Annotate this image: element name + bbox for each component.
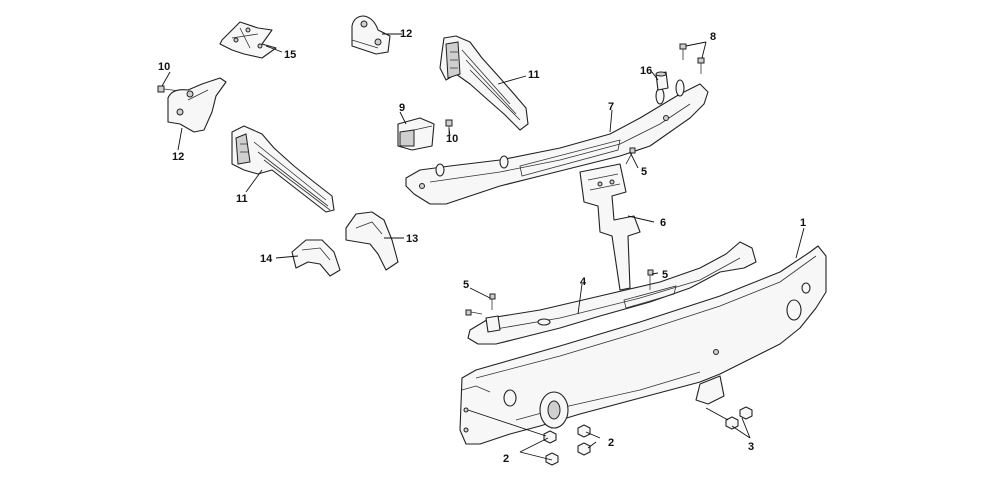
part-8-bolts [679,43,705,74]
callout-labels: 1 2 2 3 4 5 5 5 6 7 8 9 10 10 11 11 12 1… [158,28,806,465]
callout-5-lower-right: 5 [662,269,668,281]
part-14-cover [291,239,341,277]
part-15-plate [219,21,277,59]
part-11-bracket-lower [231,125,335,213]
part-12-bracket-left [167,77,227,133]
leader-lines [161,33,805,461]
part-16-bump-stop [655,71,669,91]
part-12-bracket-top [351,15,391,55]
callout-2-left: 2 [503,453,509,465]
callout-15: 15 [284,49,296,61]
part-4-lower-beam [467,241,757,345]
callout-10-right: 10 [446,133,458,145]
callout-7: 7 [608,101,614,113]
part-3-nuts [725,406,753,430]
callout-16: 16 [640,65,652,77]
part-13-cover [345,211,399,271]
part-9-plate [397,117,435,151]
callout-9: 9 [399,102,405,114]
callout-11-upper: 11 [528,69,540,81]
part-10-bolt-right [445,119,453,134]
callout-2-right: 2 [608,437,614,449]
callout-4: 4 [580,276,587,288]
part-6-vertical-support [579,163,641,291]
callout-10-left: 10 [158,61,170,73]
part-2-nuts [543,424,591,466]
callout-1: 1 [800,217,806,229]
callout-3: 3 [748,441,754,453]
part-11-bracket-upper [439,35,529,131]
callout-14: 14 [260,253,273,265]
callout-5-upper: 5 [641,166,647,178]
callout-6: 6 [660,217,666,229]
callout-8: 8 [710,31,716,43]
callout-11-lower: 11 [236,193,248,205]
callout-12-top: 12 [400,28,412,40]
part-5-bolts-lower [465,269,654,316]
callout-12-left: 12 [172,151,184,163]
part-1-main-beam [459,245,827,445]
callout-13: 13 [406,233,418,245]
part-7-upper-crossmember [405,79,709,205]
callout-5-lower-left: 5 [463,279,469,291]
